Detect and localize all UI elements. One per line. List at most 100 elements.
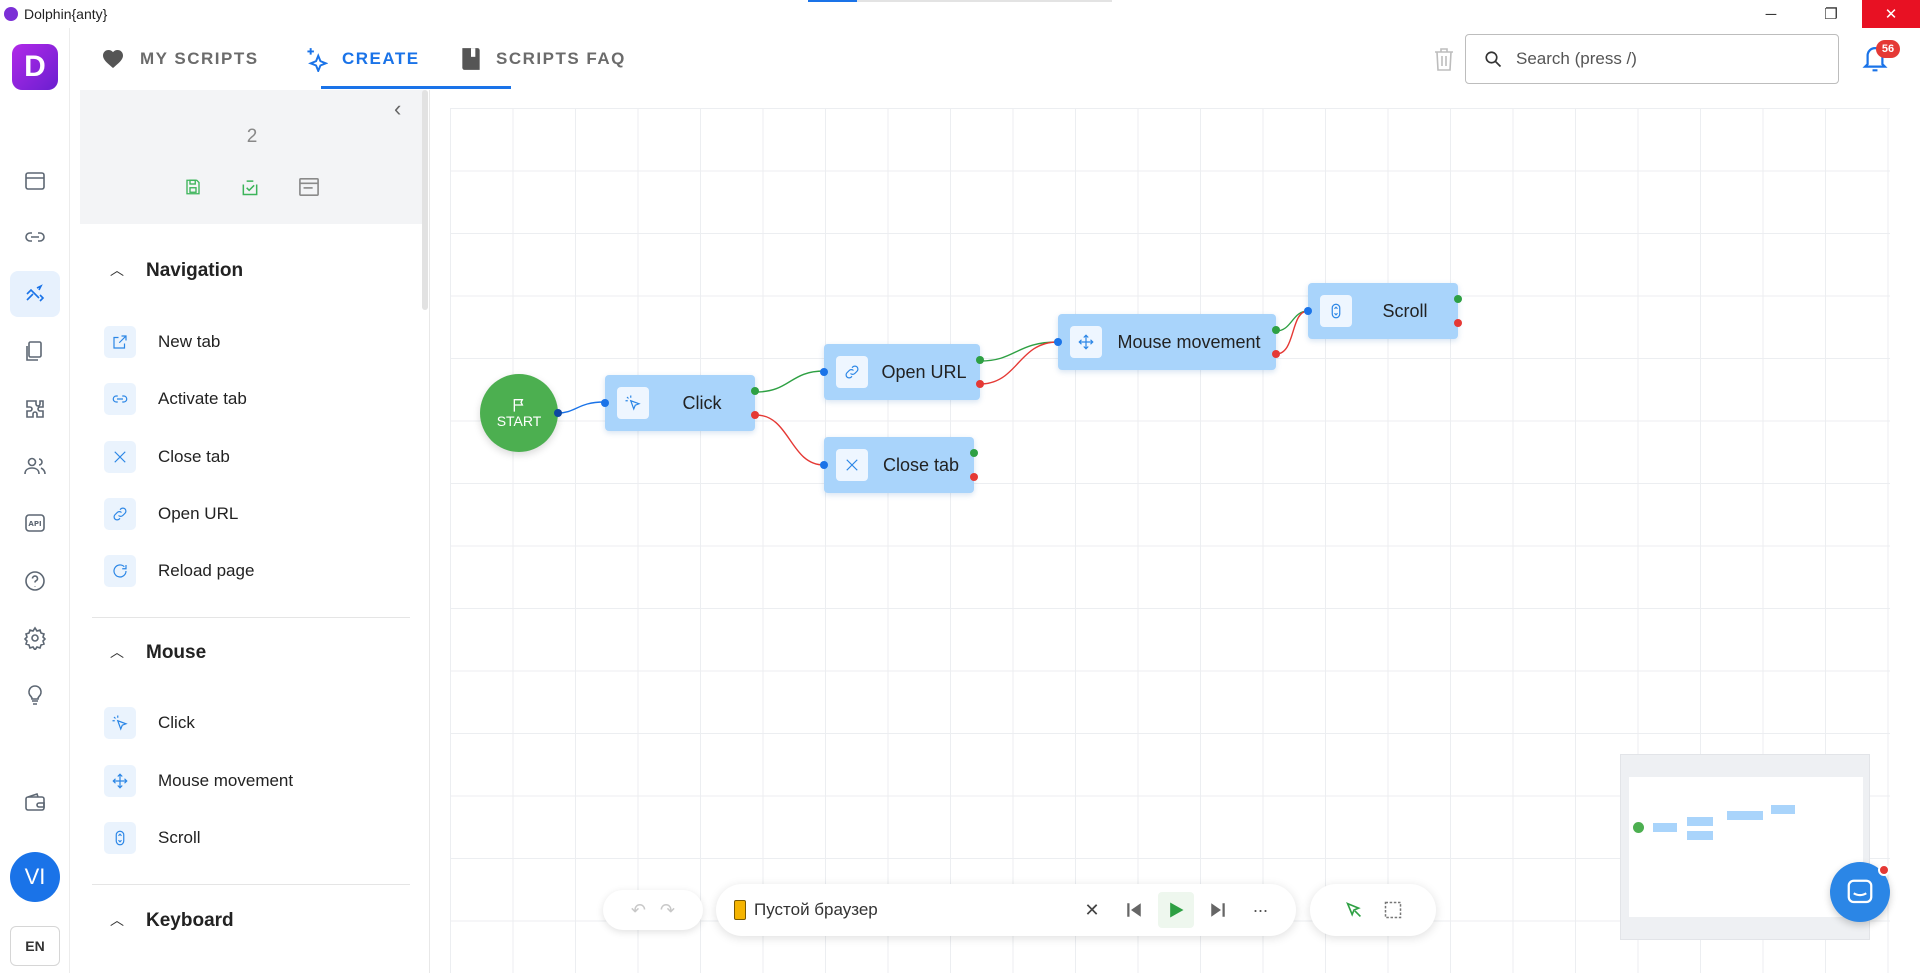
search-input[interactable] [1516,49,1796,69]
bookmarks-icon[interactable] [10,328,60,374]
restore-button[interactable]: ❐ [1824,6,1838,23]
node-success-port[interactable] [1272,326,1280,334]
node-success-port[interactable] [751,387,759,395]
block-scroll[interactable]: Scroll [104,818,404,858]
node-input-port[interactable] [1304,307,1312,315]
brand-logo[interactable]: D [12,44,58,90]
play-icon [1170,902,1184,918]
block-mouse-movement[interactable]: Mouse movement [104,761,404,801]
extensions-icon[interactable] [10,386,60,432]
block-activate-tab[interactable]: Activate tab [104,379,404,419]
minimize-button[interactable]: ─ [1765,5,1777,23]
keyboard-collapse-icon[interactable]: ︿ [110,912,124,928]
node-error-port[interactable] [976,380,984,388]
chain-link-icon [104,498,136,530]
block-label: New tab [158,332,221,351]
wallet-icon[interactable] [10,780,60,826]
canvas-minimap[interactable] [1620,754,1870,940]
block-open-url[interactable]: Open URL [104,494,404,534]
node-mouse-movement[interactable]: Mouse movement [1054,314,1280,370]
clear-profile-button[interactable]: ✕ [1084,899,1100,920]
minimap-node [1687,831,1713,840]
node-input-port[interactable] [820,461,828,469]
node-input-port[interactable] [1054,338,1062,346]
section-keyboard[interactable]: Keyboard [146,910,234,931]
panel-scrollbar[interactable] [422,90,428,310]
block-click[interactable]: Click [104,703,404,743]
section-mouse[interactable]: Mouse [146,642,207,663]
browser-profiles-icon[interactable] [10,158,60,204]
user-avatar[interactable]: VI [10,852,60,902]
step-back-button[interactable] [1116,892,1152,928]
node-open-url[interactable]: Open URL [820,344,984,400]
section-divider [92,617,410,618]
lightbulb-icon[interactable] [10,672,60,718]
node-error-port[interactable] [970,473,978,481]
api-icon[interactable]: API [10,500,60,546]
save-as-icon[interactable] [237,174,263,200]
node-input-port[interactable] [820,368,828,376]
chat-unread-dot [1878,864,1890,876]
cursor-click-icon [617,387,649,419]
block-close-tab[interactable]: Close tab [104,437,404,477]
undo-icon[interactable]: ↶ [630,899,646,920]
skip-forward-icon [1211,903,1225,917]
block-label: Close tab [158,447,230,466]
more-options-button[interactable]: ··· [1252,899,1269,920]
link-icon[interactable] [10,214,60,260]
edge-mousemove-error [1275,310,1309,355]
settings-icon[interactable] [10,615,60,661]
redo-icon[interactable]: ↷ [660,899,676,920]
scenarios-icon[interactable] [10,271,60,317]
browser-profile-select[interactable]: Пустой браузер [754,900,878,919]
node-input-port[interactable] [601,399,609,407]
sparkle-icon [307,48,328,72]
block-new-tab[interactable]: New tab [104,322,404,362]
save-icon[interactable] [180,174,206,200]
node-error-port[interactable] [1272,350,1280,358]
users-icon[interactable] [10,443,60,489]
blocks-side-panel: ‹ 2 ︿ Navigation New tab Activate tab Cl… [80,90,430,973]
flag-icon [513,399,524,412]
close-window-button[interactable]: ✕ [1862,0,1920,28]
minimap-viewport [1629,777,1863,917]
language-switcher[interactable]: EN [10,926,60,966]
box-select-icon[interactable] [1383,900,1403,920]
section-navigation[interactable]: Navigation [146,260,244,281]
node-scroll[interactable]: Scroll [1304,283,1462,339]
notifications-button[interactable]: 56 [1860,40,1900,78]
minimap-node [1653,823,1677,832]
pointer-select-icon[interactable] [1343,899,1365,921]
node-click[interactable]: Click [601,375,759,431]
trash-icon[interactable] [1432,46,1456,72]
script-header: ‹ 2 [80,90,424,224]
node-success-port[interactable] [970,449,978,457]
navigation-collapse-icon[interactable]: ︿ [110,262,124,278]
play-button[interactable] [1158,892,1194,928]
node-close-tab[interactable]: Close tab [820,437,978,493]
tab-create[interactable]: CREATE [302,28,420,90]
start-output-port[interactable] [554,409,562,417]
block-reload-page[interactable]: Reload page [104,551,404,591]
block-label: Scroll [158,828,201,847]
edge-click-error [755,414,825,466]
node-success-port[interactable] [976,356,984,364]
search-box[interactable] [1465,34,1839,84]
support-chat-button[interactable] [1830,862,1890,922]
scroll-icon [1320,295,1352,327]
step-forward-button[interactable] [1200,892,1236,928]
collapse-panel-icon[interactable]: ‹ [394,96,402,121]
script-name[interactable]: 2 [246,126,258,147]
minimap-node [1727,811,1763,820]
tab-scripts-faq[interactable]: SCRIPTS FAQ [460,28,626,90]
help-icon[interactable] [10,558,60,604]
script-settings-icon[interactable] [296,174,322,200]
loading-progress-fill [808,0,857,2]
mouse-collapse-icon[interactable]: ︿ [110,644,124,660]
node-error-port[interactable] [1454,319,1462,327]
start-node[interactable]: START [480,374,562,452]
tab-my-scripts[interactable]: MY SCRIPTS [100,28,259,90]
node-error-port[interactable] [751,411,759,419]
edge-start-to-click [557,401,605,414]
node-success-port[interactable] [1454,295,1462,303]
